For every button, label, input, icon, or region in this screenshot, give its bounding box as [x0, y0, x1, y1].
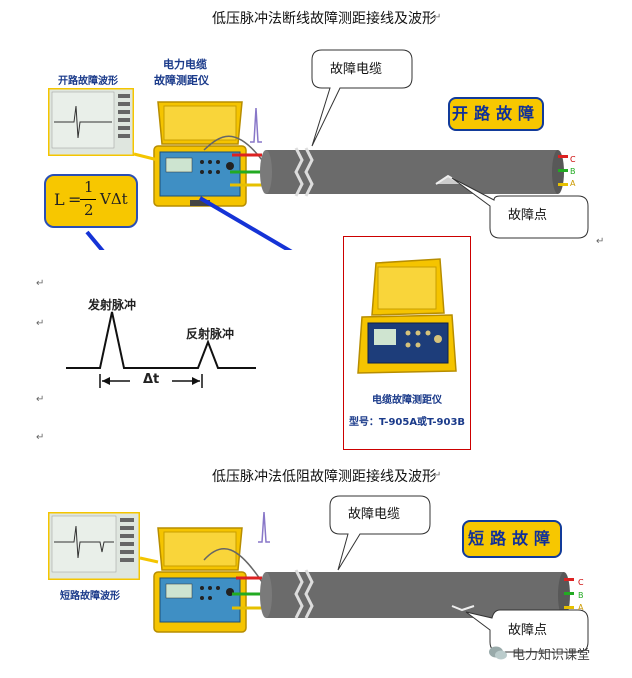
product-model: 型号：T-905A或T-903B: [348, 417, 466, 428]
formula-eq: =: [68, 190, 82, 209]
bottom-title: 低压脉冲法低阻故障测距接线及波形: [212, 469, 436, 485]
formula-numerator: 1: [84, 178, 94, 196]
bottom-phase-c: C: [578, 578, 584, 587]
paragraph-mark: ↵: [596, 236, 605, 247]
wechat-icon: [489, 646, 507, 660]
paragraph-mark: ↵: [36, 432, 45, 443]
watermark-text: 电力知识课堂: [512, 647, 591, 663]
product-name: 电缆故障测距仪: [372, 395, 442, 406]
bottom-phase-a: A: [578, 603, 584, 612]
paragraph-mark: ↵: [433, 470, 442, 481]
bottom-phase-b: B: [578, 591, 584, 600]
top-waveform-screen: [48, 88, 134, 156]
top-fault-type-badge: 开路故障: [448, 97, 544, 131]
bottom-cable-callout: 故障电缆: [348, 507, 401, 522]
product-card: 电缆故障测距仪 型号：T-905A或T-903B: [343, 236, 471, 450]
top-waveform-caption: 开路故障波形: [58, 76, 118, 87]
top-title: 低压脉冲法断线故障测距接线及波形: [212, 11, 436, 27]
bottom-fault-locator-device: [153, 527, 247, 633]
pulse-waveform-diagram: [66, 311, 256, 388]
emit-pulse-label: 发射脉冲: [88, 298, 137, 312]
watermark: 电力知识课堂: [488, 642, 624, 664]
reflect-pulse-label: 反射脉冲: [186, 327, 235, 341]
bottom-waveform-caption: 短路故障波形: [60, 591, 120, 602]
paragraph-mark: ↵: [433, 12, 442, 23]
formula-rhs: VΔt: [100, 190, 128, 208]
device-label-line2: 故障测距仪: [154, 74, 209, 87]
bottom-wiring-diagram: [139, 495, 589, 653]
top-fault-locator-device: [153, 101, 247, 207]
bottom-fault-callout: 故障点: [508, 623, 548, 638]
product-device-image: [357, 258, 457, 374]
top-phase-a: A: [570, 179, 576, 188]
bottom-waveform-screen: [48, 512, 140, 580]
paragraph-mark: ↵: [36, 394, 45, 405]
formula-lhs: L: [54, 190, 65, 209]
device-label-line1: 电力电缆: [163, 58, 207, 71]
top-cable-callout: 故障电缆: [330, 62, 383, 77]
delta-t-label: Δt: [143, 372, 160, 387]
top-wiring-diagram: [85, 49, 589, 250]
formula-denominator: 2: [84, 201, 94, 219]
top-phase-b: B: [570, 167, 576, 176]
top-fault-callout: 故障点: [508, 208, 548, 223]
distance-formula: L = 1 2 VΔt: [44, 174, 138, 228]
top-phase-c: C: [570, 155, 576, 164]
bottom-fault-type-badge: 短路故障: [462, 520, 562, 558]
paragraph-mark: ↵: [36, 318, 45, 329]
paragraph-mark: ↵: [36, 278, 45, 289]
